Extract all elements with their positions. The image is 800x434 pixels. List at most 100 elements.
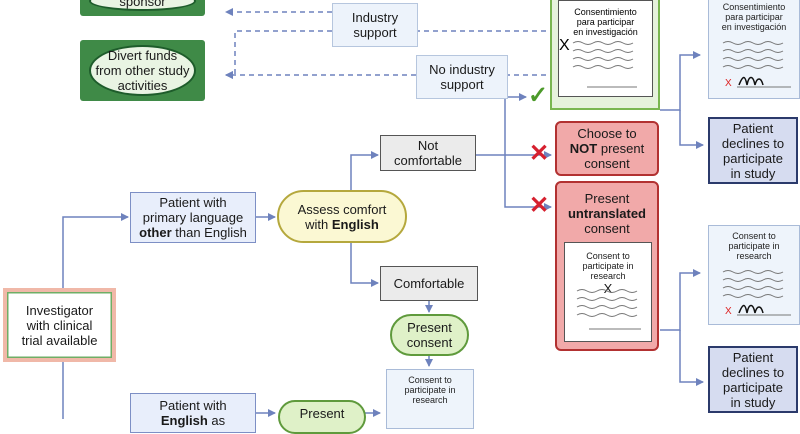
no-industry-support-label: No industry support bbox=[416, 55, 508, 99]
doc-right-mid-line-2: participate in bbox=[728, 241, 780, 251]
signature-x-mark: X bbox=[725, 306, 732, 317]
doc-untrans-line-2: participate in bbox=[582, 261, 634, 271]
present-untranslated-box: Present untranslated consent Consent to … bbox=[555, 181, 659, 351]
signature-x-mark: X bbox=[559, 37, 570, 54]
line-assess-comf bbox=[350, 243, 379, 287]
line-right-bottom bbox=[660, 269, 701, 331]
doc-untrans-line-3: research bbox=[590, 271, 626, 281]
present-oval-bottom: Present bbox=[278, 400, 366, 434]
declines-line-1: Patient bbox=[732, 349, 774, 365]
patient-other-line-2: primary language bbox=[142, 210, 244, 225]
choose-not-bold: NOT bbox=[569, 141, 598, 156]
consent-doc-english-bottom: Consent to participate in research bbox=[386, 369, 474, 429]
patient-other-bold: other bbox=[139, 225, 172, 240]
investigator-line-1: Investigator bbox=[25, 302, 94, 318]
untranslated-line-3: consent bbox=[584, 221, 630, 236]
line-investigator-branch bbox=[62, 213, 129, 288]
patient-declines-box: Patient declines to participate in study bbox=[708, 117, 798, 184]
divert-funds-box: Divert funds from other study activities bbox=[80, 40, 205, 101]
signed-consent-doc-spanish: Consentimiento para participar en invest… bbox=[708, 0, 800, 99]
wavy-text-lines bbox=[722, 41, 791, 88]
doc-bottom-line-2: participate in bbox=[404, 385, 456, 395]
wavy-text-lines bbox=[572, 41, 637, 88]
not-comfortable-line-1: Not bbox=[417, 138, 439, 153]
signed-consent-doc-english: Consent to participate in research X bbox=[708, 225, 800, 325]
line-right-top2 bbox=[679, 110, 704, 149]
patient-other-rest: than English bbox=[171, 225, 247, 240]
declines-line-3: participate bbox=[723, 379, 783, 395]
cross-icon: ✕ bbox=[529, 140, 550, 167]
line-assess-notcomf bbox=[350, 151, 379, 190]
present-consent-line-2: consent bbox=[406, 335, 453, 350]
signature-x-mark: X bbox=[725, 78, 732, 89]
assess-comfort-oval: Assess comfort with English bbox=[277, 190, 407, 243]
untranslated-line-1: Present bbox=[584, 191, 630, 206]
patient-other-language-box: Patient with primary language other than… bbox=[130, 192, 256, 243]
industry-line-2: support bbox=[353, 25, 397, 40]
investigator-line-2: with clinical bbox=[26, 317, 93, 333]
doc-right-mid-line-3: research bbox=[736, 251, 772, 261]
not-comfortable-line-2: comfortable bbox=[394, 153, 462, 168]
signature-x-mark: X bbox=[603, 281, 613, 296]
declines-line-1: Patient bbox=[732, 120, 774, 136]
translated-consent-frame: Consentimiento para participar en invest… bbox=[550, 0, 660, 110]
no-industry-line-1: No industry bbox=[429, 62, 495, 77]
declines-line-4: in study bbox=[730, 165, 776, 181]
investigator-line-3: trial available bbox=[21, 332, 98, 348]
line-notcomf-branch bbox=[476, 93, 527, 156]
doc-right-top-line-3: en investigación bbox=[721, 22, 787, 32]
industry-support-label: Industry support bbox=[332, 3, 418, 47]
choose-not-line-3: consent bbox=[584, 156, 630, 171]
untranslated-consent-doc: Consent to participate in research X bbox=[564, 242, 652, 342]
doc-right-top-line-2: para participar bbox=[725, 12, 783, 22]
doc-untrans-line-1: Consent to bbox=[586, 251, 630, 261]
comfortable-box: Comfortable bbox=[380, 266, 478, 301]
present-consent-line-1: Present bbox=[407, 320, 452, 335]
wavy-text-lines bbox=[722, 270, 791, 316]
declines-line-4: in study bbox=[730, 394, 776, 410]
comfortable-label: Comfortable bbox=[393, 276, 465, 291]
line-notcomf-untrans bbox=[504, 155, 552, 211]
present-consent-oval: Present consent bbox=[390, 314, 469, 356]
doc-spanish-line-2: para participar bbox=[576, 17, 635, 27]
check-icon: ✓ bbox=[528, 82, 549, 109]
divert-line-1: Divert funds bbox=[107, 48, 178, 63]
untranslated-bold: untranslated bbox=[567, 206, 646, 221]
line-right-top bbox=[660, 51, 701, 111]
sponsor-oval: sponsor bbox=[89, 0, 196, 11]
patient-english-bold: English bbox=[160, 413, 208, 428]
not-comfortable-box: Not comfortable bbox=[380, 135, 476, 171]
doc-right-mid-line-1: Consent to bbox=[732, 231, 776, 241]
patient-english-rest: as bbox=[207, 413, 226, 428]
doc-bottom-line-3: research bbox=[412, 395, 448, 405]
line-right-bottom2 bbox=[679, 330, 704, 386]
divert-line-2: from other study bbox=[95, 63, 190, 78]
declines-line-2: declines to bbox=[721, 364, 785, 380]
sponsor-label: sponsor bbox=[119, 0, 166, 9]
wavy-text-lines bbox=[576, 289, 641, 330]
assess-pre: with bbox=[305, 216, 332, 232]
translated-consent-doc: Consentimiento para participar en invest… bbox=[558, 0, 653, 97]
declines-line-2: declines to bbox=[721, 135, 785, 151]
patient-english-box: Patient with English as bbox=[130, 393, 256, 433]
sponsor-money-box: sponsor bbox=[80, 0, 205, 16]
choose-not-line-1: Choose to bbox=[577, 126, 637, 141]
patient-english-line-1: Patient with bbox=[159, 398, 227, 413]
patient-other-line-1: Patient with bbox=[159, 195, 227, 210]
choose-not-rest: present bbox=[597, 141, 645, 156]
connector-lines bbox=[62, 8, 704, 419]
doc-right-top-line-1: Consentimiento bbox=[722, 2, 786, 12]
no-industry-line-2: support bbox=[440, 77, 484, 92]
cross-icon: ✕ bbox=[529, 192, 550, 219]
present-bottom-label: Present bbox=[299, 406, 345, 421]
consent-flow-diagram: sponsor Divert funds from other study ac… bbox=[3, 0, 800, 434]
assess-line-1: Assess comfort bbox=[297, 201, 387, 217]
investigator-box: Investigator with clinical trial availab… bbox=[3, 288, 116, 362]
divert-line-3: activities bbox=[117, 78, 168, 93]
declines-line-3: participate bbox=[723, 150, 783, 166]
assess-bold: English bbox=[331, 216, 379, 232]
doc-bottom-line-1: Consent to bbox=[408, 375, 452, 385]
divert-oval: Divert funds from other study activities bbox=[89, 45, 196, 96]
choose-not-present-box: Choose to NOT present consent bbox=[555, 121, 659, 176]
doc-spanish-line-3: en investigación bbox=[573, 27, 638, 37]
